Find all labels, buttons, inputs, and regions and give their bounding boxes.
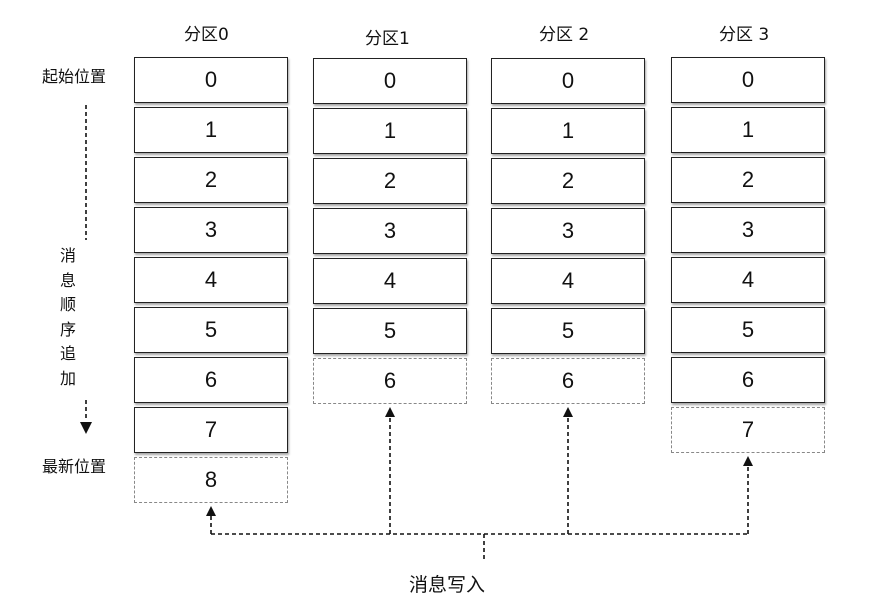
partition-2-message-offset: 4	[491, 258, 645, 304]
partition-2-next-write-slot: 6	[491, 358, 645, 404]
partition-3-message-offset: 0	[671, 57, 825, 103]
write-arrowhead	[563, 407, 573, 417]
write-arrowhead	[743, 456, 753, 466]
partition-0-header: 分区0	[184, 25, 229, 45]
partition-1-message-offset: 5	[313, 308, 467, 354]
latest-position-label: 最新位置	[42, 457, 107, 476]
partition-0-message-offset: 4	[134, 257, 288, 303]
partition-3-message-offset: 1	[671, 107, 825, 153]
partition-1-message-offset: 0	[313, 58, 467, 104]
start-position-label: 起始位置	[42, 67, 107, 86]
write-arrowhead	[385, 407, 395, 417]
partition-2-message-offset: 5	[491, 308, 645, 354]
partition-1-message-offset: 1	[313, 108, 467, 154]
append-order-char: 追	[59, 344, 76, 363]
partition-3-message-offset: 5	[671, 307, 825, 353]
write-arrowhead	[206, 506, 216, 516]
partition-1-message-offset: 3	[313, 208, 467, 254]
append-order-char: 顺	[59, 295, 76, 314]
append-order-char: 息	[59, 270, 76, 290]
partition-0-message-offset: 6	[134, 357, 288, 403]
partition-0-message-offset: 0	[134, 57, 288, 103]
partition-2-message-offset: 2	[491, 158, 645, 204]
partition-3-header: 分区 3	[719, 25, 770, 45]
append-order-char: 加	[59, 368, 76, 388]
partition-2-message-offset: 3	[491, 208, 645, 254]
partition-3-message-offset: 2	[671, 157, 825, 203]
partition-0-message-offset: 7	[134, 407, 288, 453]
append-order-char: 序	[59, 319, 76, 339]
partition-0-message-offset: 2	[134, 157, 288, 203]
partition-2-message-offset: 0	[491, 58, 645, 104]
partition-3-message-offset: 6	[671, 357, 825, 403]
partition-3-message-offset: 3	[671, 207, 825, 253]
partition-0-message-offset: 1	[134, 107, 288, 153]
partition-1-header: 分区1	[365, 29, 410, 49]
partition-1-message-offset: 2	[313, 158, 467, 204]
partition-1-next-write-slot: 6	[313, 358, 467, 404]
partition-3-next-write-slot: 7	[671, 407, 825, 453]
append-order-arrowhead	[80, 422, 92, 434]
append-order-label: 消 息 顺 序 追 加	[58, 244, 78, 391]
partition-0-message-offset: 3	[134, 207, 288, 253]
partition-3-message-offset: 4	[671, 257, 825, 303]
append-order-char: 消	[59, 246, 76, 265]
partition-2-header: 分区 2	[539, 25, 590, 45]
partition-0-message-offset: 5	[134, 307, 288, 353]
partition-1-message-offset: 4	[313, 258, 467, 304]
message-write-label: 消息写入	[408, 574, 485, 596]
partition-2-message-offset: 1	[491, 108, 645, 154]
partition-0-next-write-slot: 8	[134, 457, 288, 503]
